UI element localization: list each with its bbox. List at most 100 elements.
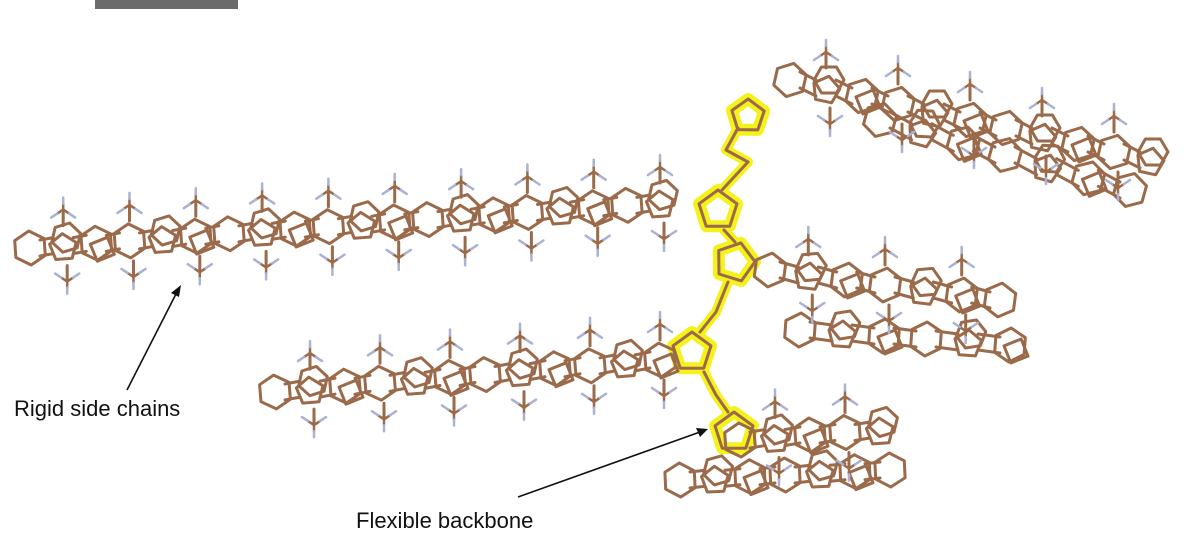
cross-ring	[337, 378, 365, 406]
hydrogen-bond	[580, 392, 590, 400]
ladder-bond	[602, 211, 619, 218]
hydrogen-bond	[49, 212, 59, 219]
ladder-bond	[863, 460, 882, 466]
ladder-bond	[283, 395, 302, 402]
hydrogen-bond	[576, 332, 586, 340]
ladder-bond	[783, 425, 802, 431]
ladder-bond	[423, 368, 442, 374]
rigid-side-chains-arrowhead	[171, 285, 181, 297]
hydrogen-bond	[1122, 178, 1132, 186]
hexagon-ring	[547, 186, 580, 219]
ladder-bond	[423, 384, 442, 390]
hydrogen-bond	[447, 183, 457, 191]
hexagon-ring	[909, 320, 943, 358]
hydrogen-bond	[319, 253, 328, 260]
hexagon-ring	[982, 281, 1018, 319]
hydrogen-bond	[853, 459, 863, 466]
ladder-bond	[283, 379, 302, 386]
ladder-bond	[1013, 145, 1039, 161]
hexagon-ring	[812, 65, 846, 95]
hydrogen-bond	[668, 229, 678, 237]
ladder-bond	[633, 366, 652, 373]
flexible-backbone-arrow	[517, 431, 701, 498]
hydrogen-bond	[381, 188, 390, 196]
ladder-bond	[688, 468, 707, 474]
hydrogen-bond	[871, 251, 881, 259]
ladder-bond	[888, 110, 914, 126]
hydrogen-bond	[765, 464, 775, 471]
hexagon-ring	[1112, 172, 1148, 208]
cross-ring	[954, 287, 982, 315]
ladder-bond	[502, 219, 519, 225]
hydrogen-bond	[1046, 102, 1056, 110]
hydrogen-bond	[182, 202, 192, 210]
hexagon-ring	[13, 229, 47, 267]
ladder-bond	[204, 240, 221, 246]
ladder-bond	[828, 478, 847, 483]
ladder-bond	[793, 463, 812, 469]
hexagon-ring	[663, 461, 697, 499]
hydrogen-bond	[454, 344, 464, 351]
hexagon-ring	[783, 311, 817, 349]
ladder-bond	[318, 376, 337, 383]
hydrogen-bond	[532, 179, 541, 186]
backbone-link	[722, 228, 737, 244]
molecule-bonds	[13, 44, 1170, 499]
hydrogen-bond	[385, 248, 394, 256]
hydrogen-bond	[469, 243, 479, 251]
hydrogen-bond	[646, 326, 656, 334]
ladder-bond	[723, 483, 742, 488]
hexagon-ring	[573, 347, 607, 385]
hydrogen-bond	[795, 241, 804, 249]
ladder-bond	[778, 260, 800, 269]
hydrogen-bond	[1050, 162, 1060, 170]
hexagon-ring	[311, 208, 346, 246]
ladder-bond	[237, 221, 254, 228]
hydrogen-bond	[514, 179, 523, 186]
ladder-bond	[270, 235, 287, 241]
hydrogen-bond	[598, 392, 608, 400]
hexagon-ring	[510, 194, 545, 231]
hydrogen-bond	[813, 241, 822, 249]
hydrogen-bond	[783, 464, 793, 471]
hydrogen-bond	[337, 253, 346, 260]
hexagon-ring	[867, 266, 903, 304]
hexagon-ring	[402, 356, 434, 389]
hydrogen-bond	[510, 398, 520, 405]
hydrogen-bond	[816, 114, 826, 122]
ladder-bond	[633, 350, 652, 357]
hydrogen-bond	[580, 174, 589, 181]
hexagon-ring	[1033, 143, 1067, 174]
cross-ring	[854, 88, 882, 116]
hydrogen-bond	[1032, 162, 1042, 170]
hydrogen-bond	[889, 251, 899, 259]
hydrogen-bond	[186, 262, 196, 270]
ladder-bond	[778, 276, 800, 285]
hexagon-ring	[50, 221, 82, 254]
hydrogen-bond	[399, 188, 408, 196]
ladder-bond	[171, 242, 188, 248]
hydrogen-bond	[956, 86, 966, 94]
ladder-bond	[863, 476, 882, 482]
hexagon-ring	[448, 193, 480, 226]
hexagon-ring	[752, 251, 788, 289]
hydrogen-bond	[817, 301, 826, 309]
ladder-bond	[535, 200, 552, 206]
hydrogen-bond	[300, 415, 310, 423]
hydrogen-bond	[120, 267, 129, 275]
cross-ring	[1002, 337, 1030, 365]
ladder-bond	[853, 436, 872, 442]
ladder-bond	[353, 389, 372, 396]
hydrogen-bond	[594, 332, 604, 340]
cross-ring	[387, 214, 415, 242]
hexagon-ring	[702, 454, 734, 487]
ladder-bond	[934, 345, 960, 352]
ladder-bond	[237, 237, 254, 244]
ladder-bond	[893, 291, 915, 300]
hydrogen-bond	[318, 415, 328, 423]
cross-ring	[652, 352, 680, 380]
ladder-bond	[808, 336, 834, 343]
ladder-bond	[783, 441, 802, 447]
hydrogen-bond	[451, 243, 461, 251]
hydrogen-bond	[403, 248, 412, 256]
